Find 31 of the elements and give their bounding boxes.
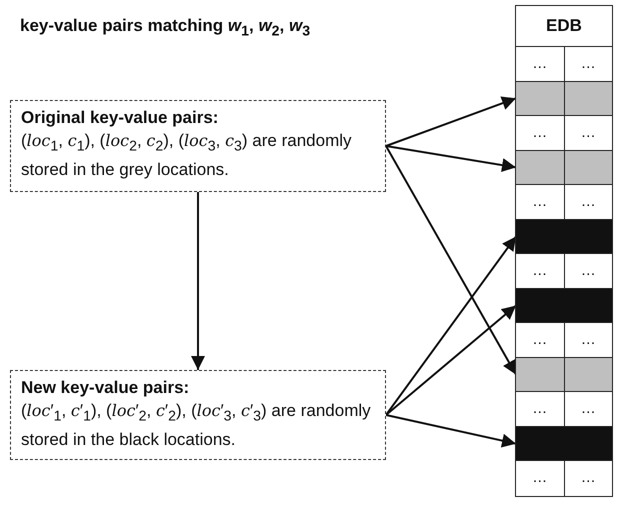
cell-text: …: [531, 123, 548, 144]
arrow: [385, 304, 517, 416]
arrow: [386, 96, 516, 147]
filled-row: [516, 288, 612, 324]
table-row: [516, 460, 612, 496]
cell-text: …: [531, 192, 548, 212]
box-heading: Original key-value pairs:: [21, 107, 220, 129]
filled-row: [516, 218, 612, 254]
cell-text: …: [531, 468, 548, 488]
filled-row: [516, 426, 612, 462]
arrow: [385, 236, 517, 416]
cell-text: …: [564, 461, 612, 496]
filled-row: [516, 80, 612, 116]
table: [515, 5, 613, 497]
box-text: (loc′$_{1}$, c′$_{1}$), (loc′$_{2}$, c′$_{2}$), (loc′$_{3}$, c′$_{3}$) are randomly stored in the black locations.: [21, 400, 372, 452]
dashed-box: [10, 370, 386, 460]
cell-text: …: [531, 54, 548, 74]
title: key-value pairs matching w$_{1}$, w$_{2}$, w$_{3}$: [20, 16, 310, 40]
box-heading: New key-value pairs:: [21, 377, 190, 399]
dashed-box: [10, 100, 386, 192]
filled-row: [516, 356, 612, 392]
cell-text: …: [531, 330, 548, 350]
arrow: [386, 414, 516, 448]
table-header: EDB: [545, 15, 583, 37]
box-text: (loc$_{1}$, c$_{1}$), (loc$_{2}$, c$_{2}$), (loc$_{3}$, c$_{3}$) are randomly stored in the grey locations.: [21, 130, 353, 182]
cell-text: …: [531, 261, 548, 282]
arrow: [191, 192, 205, 370]
filled-row: [516, 150, 612, 186]
arrow: [385, 146, 517, 376]
arrow: [386, 145, 516, 172]
cell-text: …: [531, 399, 548, 420]
